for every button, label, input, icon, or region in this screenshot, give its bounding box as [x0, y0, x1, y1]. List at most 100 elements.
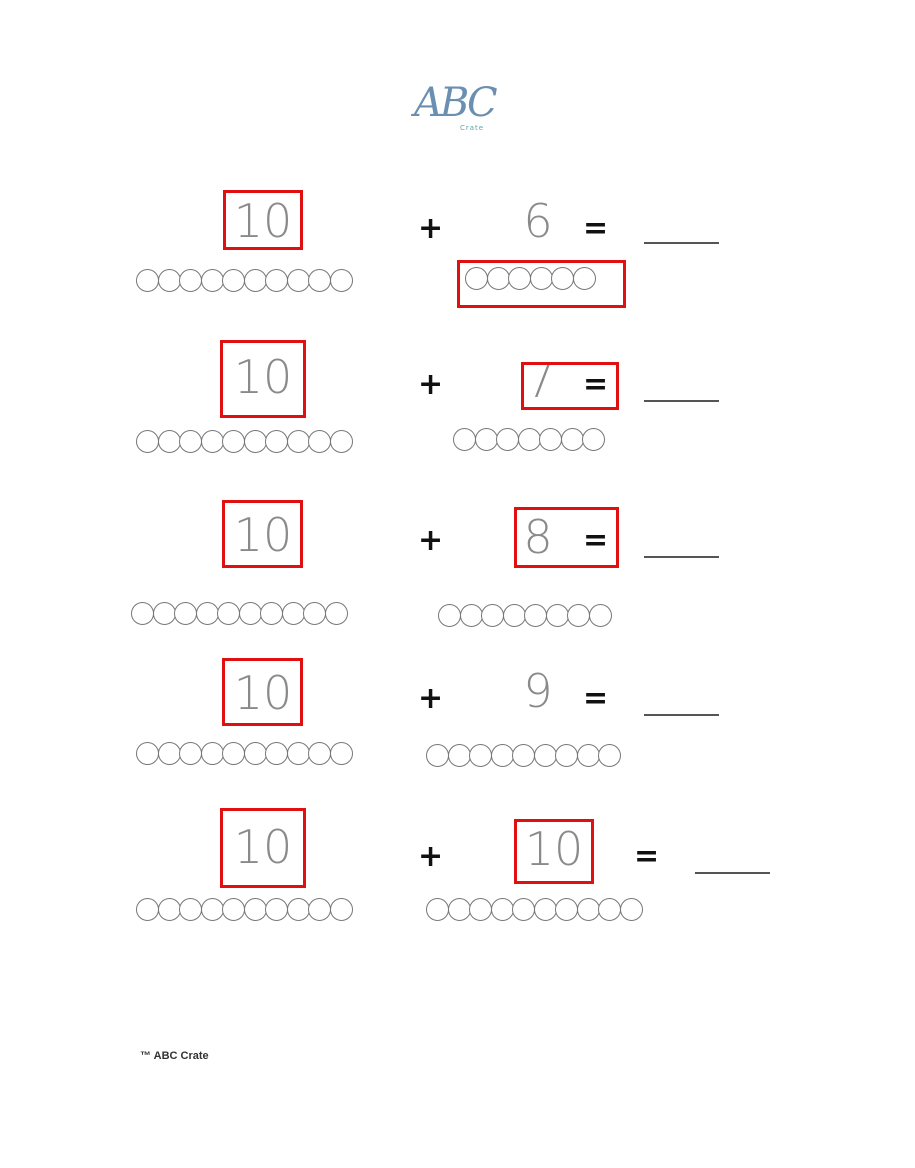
counting-circle	[560, 428, 584, 451]
counting-circle	[286, 269, 310, 292]
counting-circle	[200, 430, 224, 453]
highlight-box-addend1	[223, 190, 303, 250]
counting-circle	[179, 742, 202, 765]
addend1-number: 10	[233, 820, 293, 874]
counting-circle	[243, 742, 267, 765]
counting-circle	[582, 428, 605, 451]
counting-circles-1	[136, 430, 353, 460]
counting-circle	[512, 898, 535, 921]
addend2-number: 6	[523, 194, 553, 248]
counting-circles-2	[426, 898, 643, 928]
answer-blank[interactable]	[644, 242, 719, 244]
counting-circle	[329, 742, 353, 765]
counting-circle	[438, 604, 461, 627]
addend1-number: 10	[233, 350, 293, 404]
counting-circle	[308, 898, 331, 921]
counting-circle	[303, 602, 326, 625]
counting-circle	[308, 430, 331, 453]
counting-circle	[324, 602, 348, 625]
counting-circle	[174, 602, 197, 625]
counting-circle	[222, 269, 245, 292]
answer-blank[interactable]	[644, 714, 719, 716]
answer-blank[interactable]	[695, 872, 770, 874]
counting-circle	[426, 898, 449, 921]
counting-circle	[308, 742, 331, 765]
equals-sign: =	[634, 839, 660, 874]
counting-circle	[179, 898, 202, 921]
counting-circle	[286, 742, 310, 765]
counting-circle	[490, 744, 514, 767]
counting-circle	[265, 742, 288, 765]
plus-sign: +	[418, 681, 444, 716]
counting-circle	[238, 602, 262, 625]
counting-circle	[200, 742, 224, 765]
counting-circle	[157, 898, 181, 921]
addend1-number: 10	[233, 508, 293, 562]
plus-sign: +	[418, 367, 444, 402]
answer-blank[interactable]	[644, 556, 719, 558]
addend1-number: 10	[233, 194, 293, 248]
counting-circle	[517, 428, 541, 451]
logo-text: ABC	[414, 80, 498, 126]
highlight-box-addend1	[222, 500, 303, 568]
counting-circle	[555, 744, 578, 767]
counting-circle	[195, 602, 219, 625]
counting-circle	[524, 604, 547, 627]
highlight-box-addend2-equals	[521, 362, 619, 410]
counting-circles-1	[136, 898, 353, 928]
counting-circle	[286, 430, 310, 453]
highlight-box-addend1	[220, 808, 306, 888]
counting-circle	[136, 269, 159, 292]
counting-circle	[598, 898, 621, 921]
highlight-box-addend2-equals	[514, 507, 619, 568]
counting-circle	[200, 269, 224, 292]
counting-circles-2	[465, 267, 596, 297]
counting-circle	[545, 604, 569, 627]
addition-problem-3: 10 + 8 =	[0, 500, 915, 627]
counting-circle	[576, 744, 600, 767]
counting-circle	[496, 428, 519, 451]
equals-sign: =	[583, 681, 609, 716]
counting-circle	[567, 604, 590, 627]
addend2-number: 8	[523, 510, 553, 564]
equals-sign: =	[583, 367, 609, 402]
counting-circle	[131, 602, 154, 625]
counting-circle	[502, 604, 526, 627]
counting-circle	[200, 898, 224, 921]
counting-circle	[281, 602, 305, 625]
counting-circle	[217, 602, 240, 625]
addend2-number: 7	[525, 354, 555, 408]
answer-blank[interactable]	[644, 400, 719, 402]
counting-circles-2	[426, 744, 621, 774]
counting-circle	[136, 430, 159, 453]
counting-circle	[576, 898, 600, 921]
equals-sign: =	[583, 523, 609, 558]
copyright-footer: ™ ABC Crate	[140, 1050, 209, 1062]
addend2-number: 9	[523, 664, 553, 718]
counting-circle	[265, 269, 288, 292]
counting-circle	[555, 898, 578, 921]
counting-circle	[453, 428, 476, 451]
addend2-number: 10	[524, 822, 584, 876]
counting-circle	[260, 602, 283, 625]
counting-circles-2	[453, 428, 605, 458]
counting-circle	[426, 744, 449, 767]
counting-circle	[286, 898, 310, 921]
addition-problem-4: 10 + 9 =	[0, 658, 915, 778]
addition-problem-1: 10 + 6 =	[0, 190, 915, 310]
counting-circles-1	[131, 602, 348, 632]
plus-sign: +	[418, 211, 444, 246]
counting-circle	[265, 898, 288, 921]
counting-circle	[572, 267, 596, 290]
counting-circles-1	[136, 269, 353, 299]
counting-circle	[136, 898, 159, 921]
counting-circles-1	[136, 742, 353, 772]
equals-sign: =	[583, 211, 609, 246]
counting-circle	[619, 898, 643, 921]
counting-circle	[539, 428, 562, 451]
addition-problem-2: 10 + 7 =	[0, 340, 915, 460]
counting-circle	[265, 430, 288, 453]
counting-circle	[447, 898, 471, 921]
counting-circle	[329, 898, 353, 921]
counting-circle	[512, 744, 535, 767]
